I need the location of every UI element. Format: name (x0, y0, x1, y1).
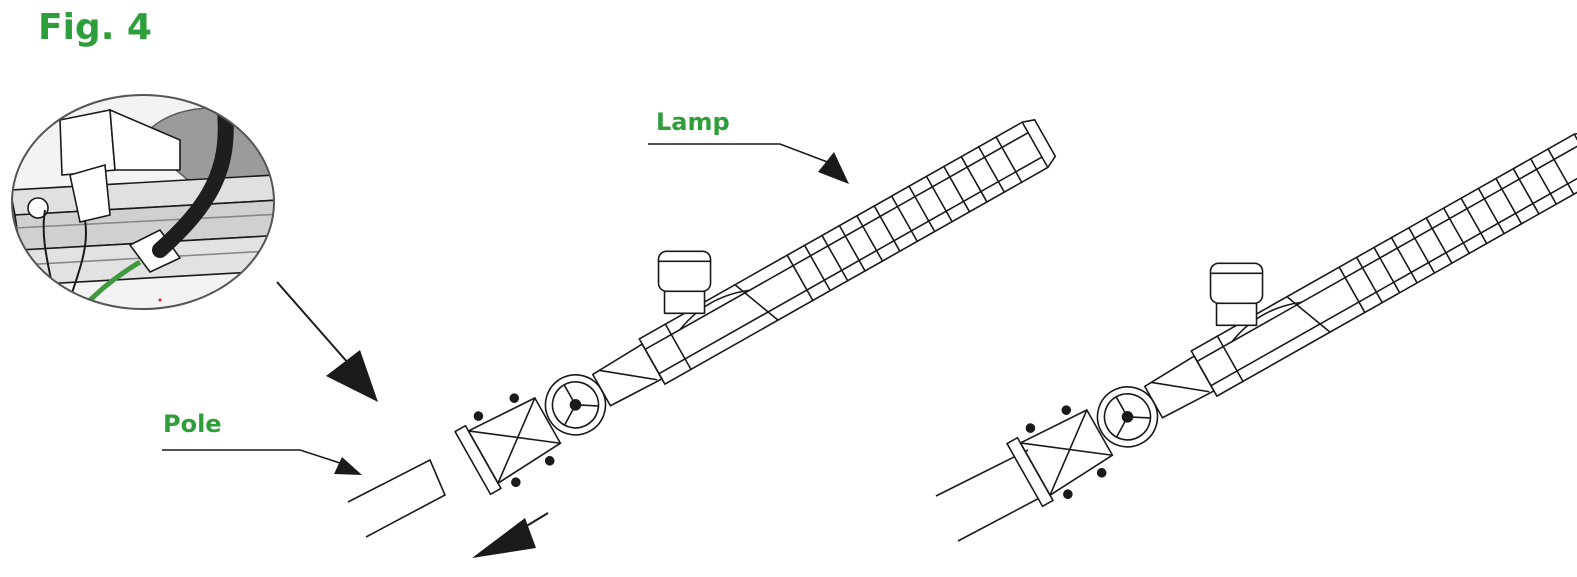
inset-border (11, 94, 275, 310)
pole-left (347, 458, 447, 538)
wiring-inset (11, 94, 275, 310)
lamp-leader-arrow (648, 143, 849, 184)
pole-label: Pole (163, 410, 222, 438)
lamp-right (978, 69, 1577, 513)
lamp-left (426, 57, 1067, 501)
inset-arrow (276, 281, 378, 402)
lamp-label: Lamp (656, 108, 730, 136)
pole-leader-arrow (162, 449, 362, 475)
insert-direction-arrow (472, 512, 549, 558)
pole-right (935, 449, 1048, 542)
figure-title: Fig. 4 (38, 7, 152, 48)
